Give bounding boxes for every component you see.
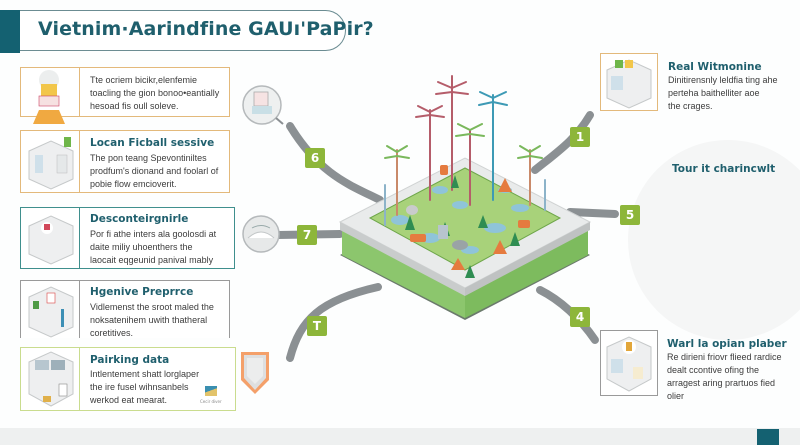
card-thumb <box>21 348 80 410</box>
card-left-5[interactable]: Pairking data Intlentement shatt lorglap… <box>20 347 236 411</box>
shield-icon <box>241 352 269 394</box>
central-platform <box>338 75 592 320</box>
card-thumb <box>21 131 80 192</box>
trophy-robot-icon <box>33 70 65 124</box>
step-badge-T[interactable]: T <box>307 316 327 336</box>
card-title: Locan Ficball sessive <box>90 137 215 149</box>
card-title: Desconteirgnirle <box>90 213 189 225</box>
step-badge-1[interactable]: 1 <box>570 127 590 147</box>
page-title: Vietnim·Aarindfine GAUı'PaPir? <box>38 18 374 40</box>
title-banner <box>20 10 346 51</box>
map-thumbnail-icon <box>205 386 217 396</box>
card-right-2-title: Tour it charincwlt <box>672 163 776 175</box>
report-circle-icon <box>242 85 284 125</box>
card-left-3[interactable]: Desconteirgnirle Por fi athe inters ala … <box>20 207 235 269</box>
map-caption: Cecir diver <box>200 399 222 404</box>
step-badge-6[interactable]: 6 <box>305 148 325 168</box>
step-badge-4[interactable]: 4 <box>570 307 590 327</box>
card-body: Por fi athe inters ala goolosdi at daite… <box>90 229 217 265</box>
office-cube-icon <box>606 59 652 109</box>
parking-cube-icon <box>28 351 74 407</box>
card-thumb <box>21 208 80 268</box>
card-body: The pon teang Spevontiniltes prodfum's d… <box>90 153 219 189</box>
connector-4 <box>536 286 599 344</box>
card-right-3-body: Re dirieni friovr flieed rardice dealt c… <box>667 352 782 401</box>
card-body: Tte ocriem bicikr,elenfemie toacling the… <box>90 75 220 111</box>
server-cube-icon <box>28 215 74 265</box>
card-left-2[interactable]: Locan Ficball sessive The pon teang Spev… <box>20 130 230 193</box>
card-body: Vidlemenst the sroot maled the noksateni… <box>90 302 214 338</box>
card-title: Pairking data <box>90 354 170 366</box>
card-right-3-title: Warl la opian plaber <box>667 338 787 350</box>
card-right-3-thumb <box>600 330 658 396</box>
cloud-circle-icon <box>242 215 280 253</box>
card-thumb <box>21 68 80 124</box>
card-right-1-title: Real Witmonine <box>668 61 762 73</box>
robot-cube-icon <box>606 336 652 392</box>
card-title: Hgenive Preprrce <box>90 286 194 298</box>
card-left-1[interactable]: Tte ocriem bicikr,elenfemie toacling the… <box>20 67 230 124</box>
building-cube-icon <box>28 137 74 190</box>
connector-6 <box>286 122 384 204</box>
card-left-4[interactable]: Hgenive Preprrce Vidlemenst the sroot ma… <box>20 280 230 338</box>
connector-T <box>286 283 382 362</box>
card-right-1-thumb <box>600 53 658 111</box>
card-body: Intlentement shatt lorglaper the ire fus… <box>90 369 200 405</box>
card-right-1-body: Dinitirensnly leldfia ting ahe perteha b… <box>668 75 778 111</box>
title-accent-bar <box>0 10 20 53</box>
document-cube-icon <box>28 286 74 338</box>
step-badge-5[interactable]: 5 <box>620 205 640 225</box>
connector-5 <box>566 208 619 218</box>
step-badge-7[interactable]: 7 <box>297 225 317 245</box>
connector-1 <box>531 111 594 174</box>
tour-circle-bg <box>628 140 800 340</box>
footer-bar <box>0 428 800 445</box>
footer-accent-square <box>757 429 779 445</box>
card-thumb <box>21 281 80 338</box>
